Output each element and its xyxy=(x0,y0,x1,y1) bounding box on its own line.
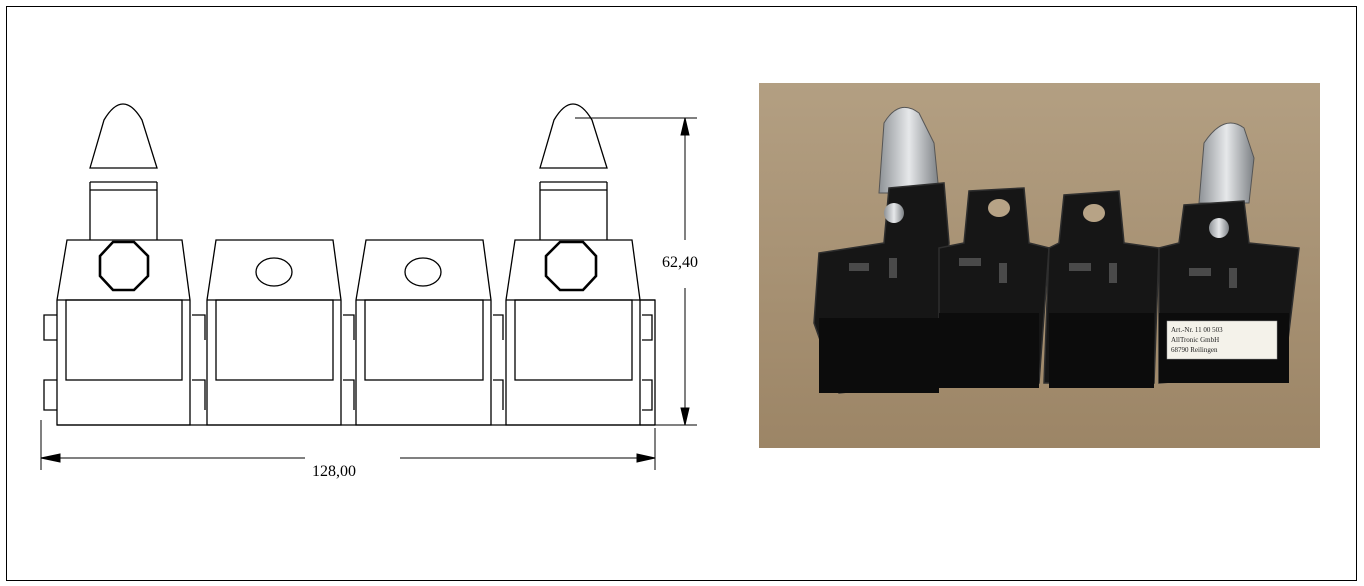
relay-socket-module-2 xyxy=(192,239,342,426)
relay-socket-module-3 xyxy=(343,239,492,426)
product-photo: Art.-Nr. 11 00 503 AllTronic GmbH 68790 … xyxy=(759,83,1320,448)
mounting-slot-icon xyxy=(404,257,442,287)
height-dimension xyxy=(575,117,697,426)
width-dimension xyxy=(40,420,656,470)
relay-socket-module-4 xyxy=(493,103,656,426)
label-company: AllTronic GmbH xyxy=(1171,336,1219,344)
label-address: 68790 Reilingen xyxy=(1171,346,1218,354)
label-article-number: Art.-Nr. 11 00 503 xyxy=(1171,326,1223,334)
height-dimension-label: 62,40 xyxy=(662,254,698,271)
hex-nut-icon xyxy=(98,240,150,292)
width-dimension-label: 128,00 xyxy=(312,463,356,480)
hex-nut-icon xyxy=(544,240,598,292)
mounting-slot-icon xyxy=(255,257,293,287)
product-label: Art.-Nr. 11 00 503 AllTronic GmbH 68790 … xyxy=(1166,320,1278,360)
relay-socket-module-1 xyxy=(43,103,191,426)
